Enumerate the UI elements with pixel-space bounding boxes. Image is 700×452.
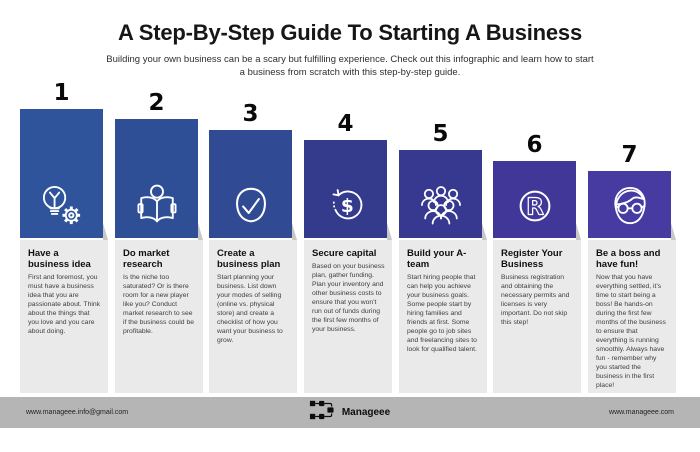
fold-shadow [671, 223, 676, 240]
step-block [399, 150, 482, 238]
step-number: 2 [148, 90, 165, 116]
fold-shadow [103, 223, 108, 240]
step: 7 Be a boss and have fun! Now that you h… [588, 88, 676, 393]
face-glasses-icon [604, 180, 656, 238]
step-block [20, 109, 103, 238]
step-panel: Be a boss and have fun! Now that you hav… [588, 240, 676, 393]
step-number: 5 [432, 121, 449, 147]
registered-trademark-icon: R [509, 180, 561, 238]
step-description: First and foremost, you must have a busi… [28, 274, 101, 336]
footer: www.manageee.info@gmail.com [0, 397, 700, 428]
step-heading: Create a business plan [217, 248, 281, 271]
step: 1 Have a business idea First and foremos… [20, 80, 108, 393]
step-block [588, 171, 671, 238]
step: 6 R Register Your Business Business regi… [493, 88, 581, 393]
step: 3 Create a business plan Start planning … [209, 88, 297, 393]
manageee-logo-icon [309, 399, 336, 426]
step-block: $ [304, 140, 387, 238]
fold-shadow [387, 223, 392, 240]
step-number: 6 [526, 132, 543, 158]
step-block [115, 119, 198, 238]
step-description: Start hiring people that can help you ac… [407, 274, 477, 354]
step-block [209, 130, 292, 238]
step-panel: Secure capital Based on your business pl… [304, 240, 392, 393]
step-number: 3 [242, 101, 259, 127]
footer-website: www.manageee.com [609, 409, 674, 416]
step-description: Business registration and obtaining the … [501, 274, 570, 327]
step-heading: Register Your Business [501, 248, 563, 271]
reading-book-icon [131, 180, 183, 238]
fold-shadow [198, 223, 203, 240]
step: 5 Build your A-team Start hiring people … [399, 88, 487, 393]
step-panel: Create a business plan Start planning yo… [209, 240, 297, 393]
brand-name: Manageee [341, 407, 391, 418]
step-block: R [493, 161, 576, 238]
page-subtitle: Building your own business can be a scar… [106, 54, 594, 79]
step-panel: Do market research Is the niche too satu… [115, 240, 203, 393]
step-number: 7 [621, 142, 638, 168]
step-heading: Build your A-team [407, 248, 467, 271]
head-check-icon [225, 180, 277, 238]
svg-text:R: R [526, 193, 544, 220]
step-heading: Be a boss and have fun! [596, 248, 661, 271]
step-panel: Have a business idea First and foremost,… [20, 240, 108, 393]
step-panel: Register Your Business Business registra… [493, 240, 581, 393]
step-heading: Do market research [123, 248, 170, 271]
team-icon [415, 180, 467, 238]
page-title: A Step-By-Step Guide To Starting A Busin… [117, 20, 583, 45]
footer-email: www.manageee.info@gmail.com [26, 409, 129, 416]
step-heading: Secure capital [312, 248, 377, 259]
step-description: Now that you have everything settled, it… [596, 274, 666, 390]
step-description: Based on your business plan, gather fund… [312, 263, 385, 333]
lightbulb-gear-icon [36, 180, 88, 238]
svg-text:$: $ [340, 196, 353, 217]
brand: Manageee [309, 397, 391, 428]
step-panel: Build your A-team Start hiring people th… [399, 240, 487, 393]
step-heading: Have a business idea [28, 248, 91, 271]
dollar-refresh-icon: $ [320, 180, 372, 238]
fold-shadow [482, 223, 487, 240]
step-description: Start planning your business. List down … [217, 274, 283, 345]
step-number: 4 [337, 111, 354, 137]
step: 4 $ Secure capital Based on your busines… [304, 88, 392, 393]
fold-shadow [576, 223, 581, 240]
step-number: 1 [53, 80, 70, 106]
step-description: Is the niche too saturated? Or is there … [123, 274, 195, 336]
step: 2 Do market research Is the niche too sa… [115, 88, 203, 393]
steps-container: 1 Have a business idea First and foremos… [0, 80, 700, 393]
fold-shadow [292, 223, 297, 240]
